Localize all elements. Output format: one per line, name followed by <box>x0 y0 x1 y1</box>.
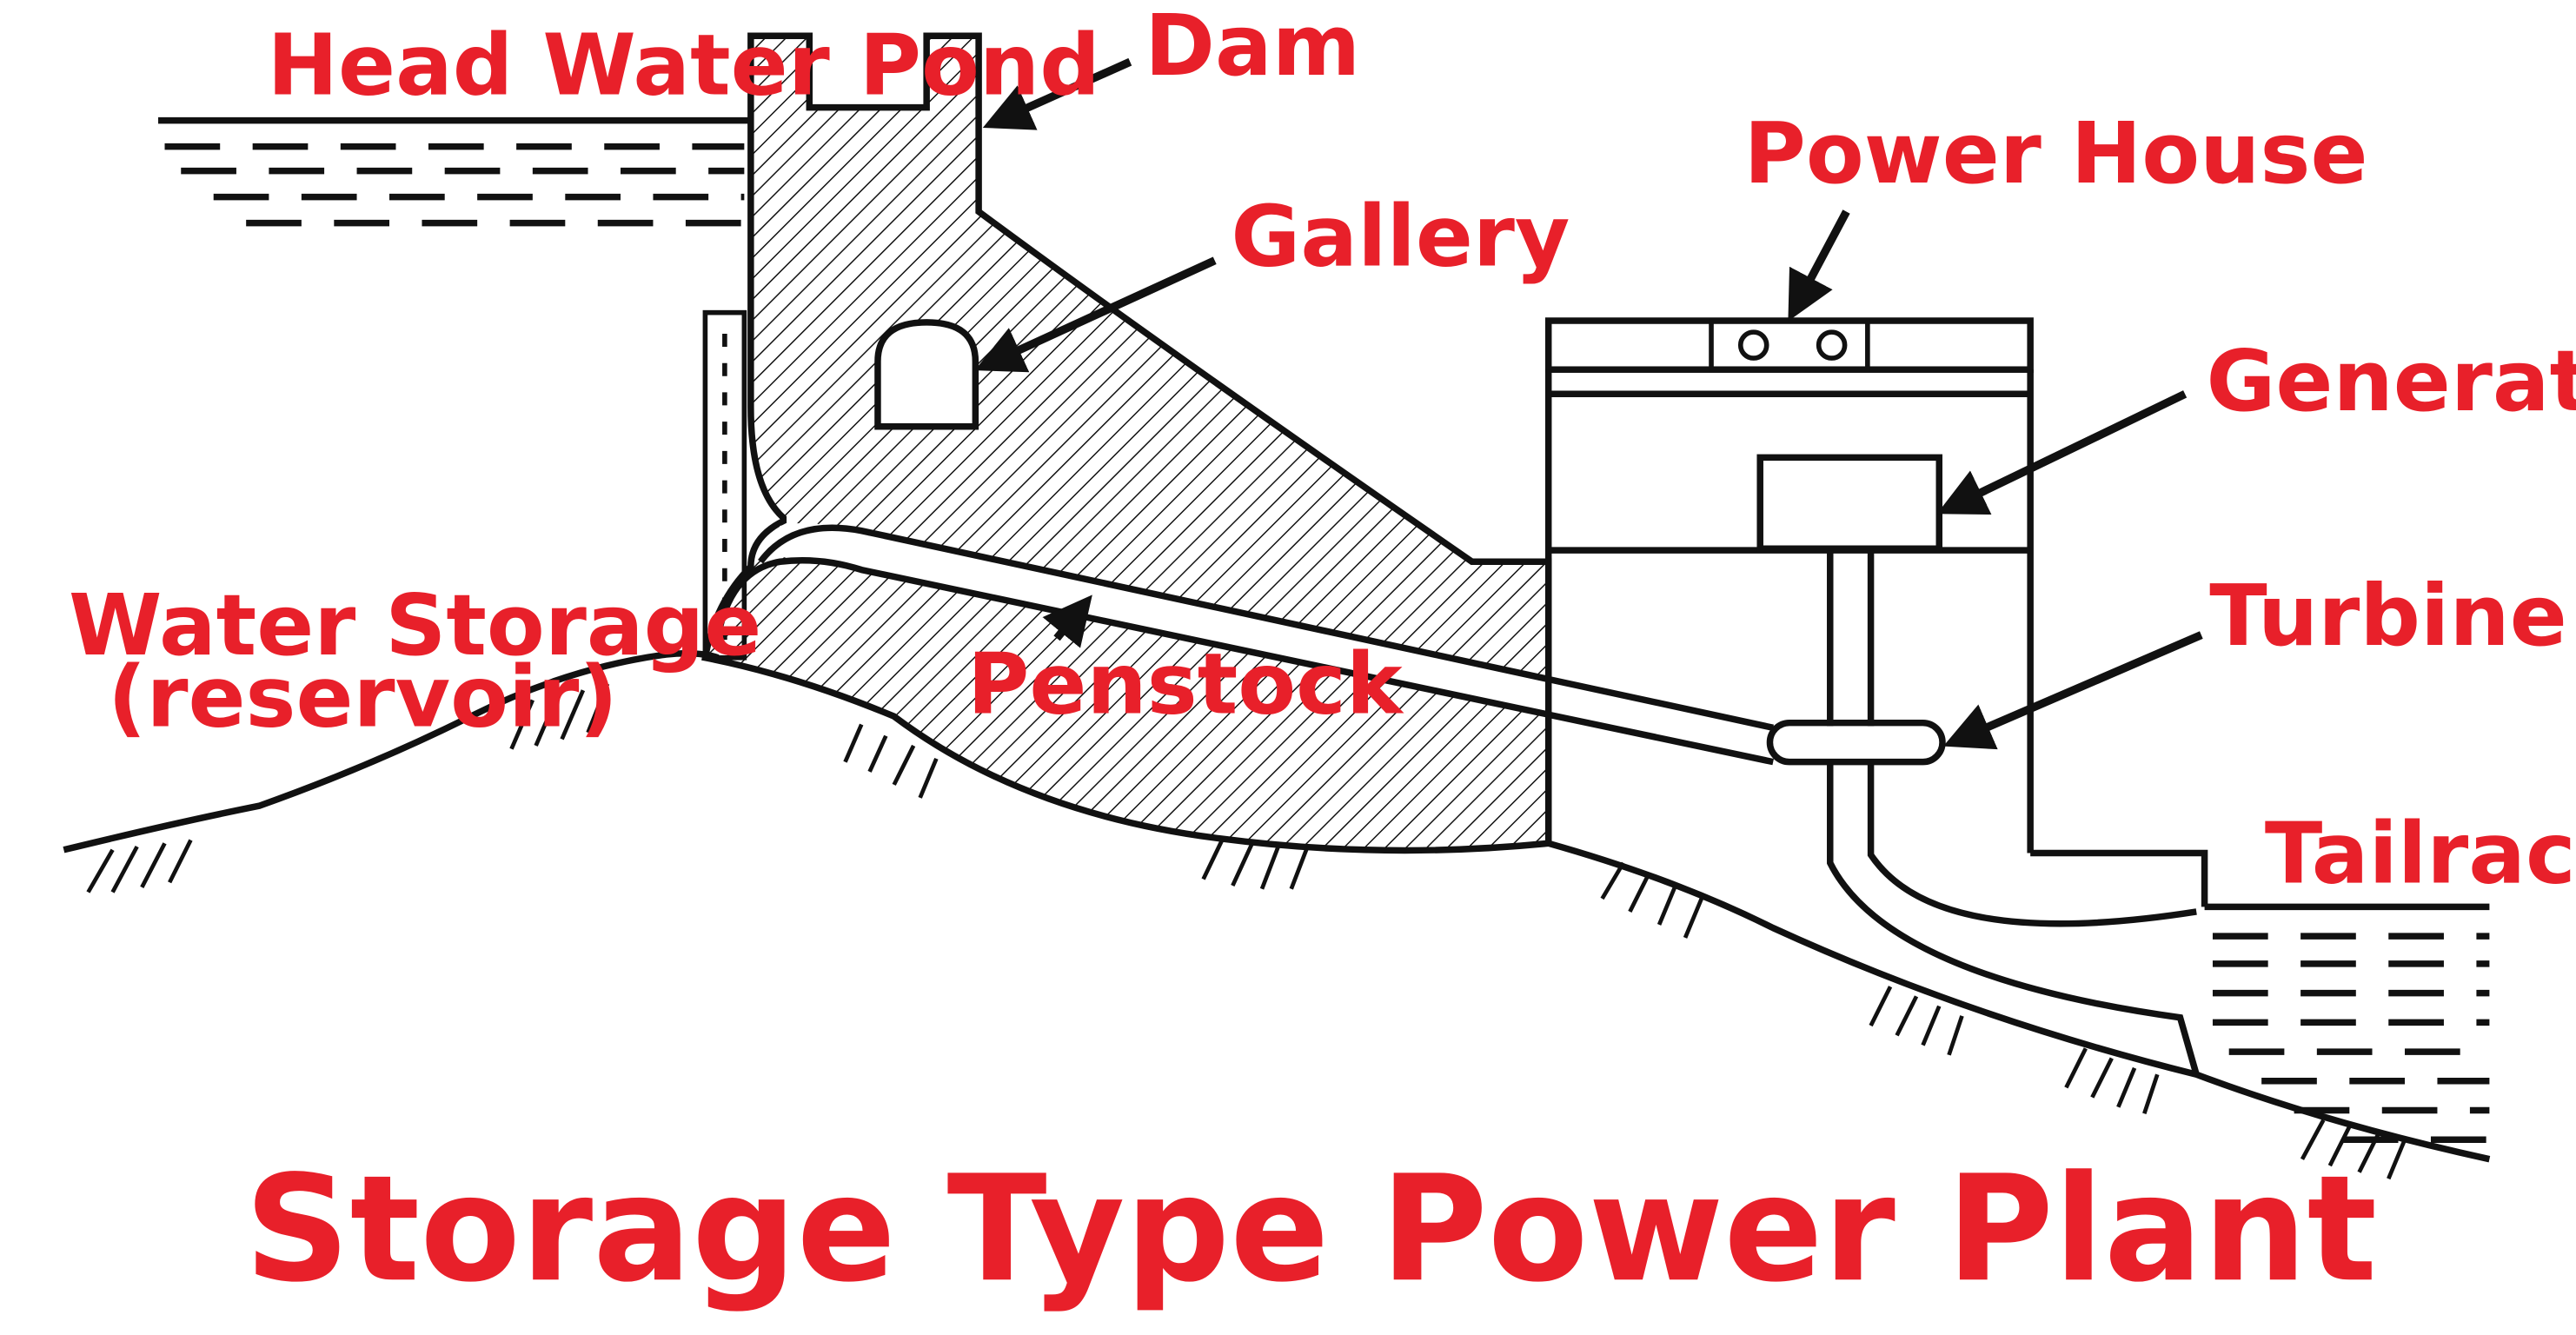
power-house <box>1544 317 2208 907</box>
pointer-arrows <box>974 57 2203 750</box>
label-gallery: Gallery <box>1231 187 1570 285</box>
label-power-house: Power House <box>1743 104 2367 203</box>
label-penstock: Penstock <box>967 634 1404 733</box>
label-generator: Generator <box>2206 332 2576 430</box>
generator <box>1756 454 1943 553</box>
generator-arrow <box>1936 390 2188 515</box>
draft-tube <box>1827 761 2200 1076</box>
turbine <box>1766 719 1946 766</box>
power-house-arrow <box>1788 209 1850 322</box>
gallery-arrow <box>974 256 1217 373</box>
turbine-shaft <box>1827 550 1875 727</box>
label-turbine: Turbine <box>2209 567 2567 665</box>
dam-arrow <box>982 57 1132 130</box>
penstock-arrow <box>1042 594 1092 648</box>
diagram-title: Storage Type Power Plant <box>244 1144 2377 1314</box>
tailrace-water <box>2204 903 2490 1143</box>
ground-profile <box>63 650 2491 1163</box>
label-water-storage: Water Storage <box>69 576 761 674</box>
label-tailrace: Tailrace <box>2265 804 2576 902</box>
label-reservoir: (reservoir) <box>108 648 618 746</box>
penstock-tube <box>714 522 1774 766</box>
head-water-pond <box>158 116 751 227</box>
label-head-water-pond: Head Water Pond <box>268 17 1100 115</box>
label-dam: Dam <box>1145 0 1360 95</box>
turbine-arrow <box>1942 631 2203 750</box>
gallery <box>874 319 979 430</box>
ground-ticks <box>86 682 2407 1180</box>
